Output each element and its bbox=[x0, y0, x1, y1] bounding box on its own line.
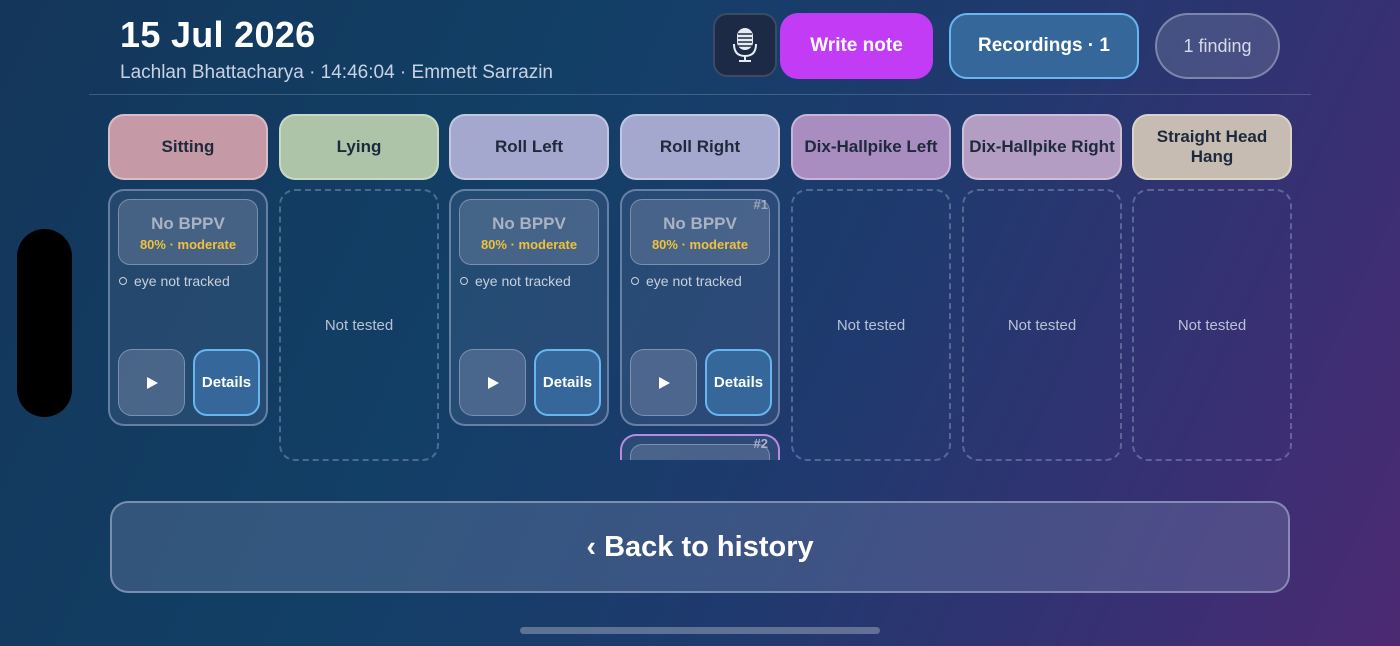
position-column-roll-left: Roll Left No BPPV 80% · moderate eye not… bbox=[449, 114, 609, 426]
home-indicator[interactable] bbox=[520, 627, 880, 634]
play-button[interactable] bbox=[630, 349, 697, 416]
position-header-roll-right[interactable]: Roll Right bbox=[620, 114, 780, 180]
status-dot-icon bbox=[631, 277, 639, 285]
findings-button[interactable]: 1 finding bbox=[1155, 13, 1280, 79]
session-date: 15 Jul 2026 bbox=[120, 14, 316, 55]
result-title: No BPPV bbox=[663, 214, 737, 233]
not-tested-placeholder: Not tested bbox=[279, 189, 439, 461]
session-subtitle: Lachlan Bhattacharya · 14:46:04 · Emmett… bbox=[120, 62, 554, 83]
result-confidence: 80% · moderate bbox=[139, 237, 237, 252]
details-button[interactable]: Details bbox=[193, 349, 260, 416]
recording-number-badge: #2 bbox=[753, 436, 768, 451]
write-note-button[interactable]: Write note bbox=[780, 13, 933, 79]
eye-tracking-status: eye not tracked bbox=[631, 273, 742, 289]
position-column-dix-hallpike-right: Dix-Hallpike Right Not tested bbox=[962, 114, 1122, 461]
position-header-lying[interactable]: Lying bbox=[279, 114, 439, 180]
dictation-button[interactable] bbox=[713, 13, 777, 77]
result-title: No BPPV bbox=[492, 214, 566, 233]
play-icon bbox=[487, 376, 499, 389]
result-summary: No BPPV 80% · moderate bbox=[630, 199, 770, 265]
position-header-dix-hallpike-right[interactable]: Dix-Hallpike Right bbox=[962, 114, 1122, 180]
status-dot-icon bbox=[460, 277, 468, 285]
result-summary bbox=[630, 444, 770, 460]
result-confidence: 80% · moderate bbox=[480, 237, 578, 252]
result-title: No BPPV bbox=[151, 214, 225, 233]
recordings-button[interactable]: Recordings · 1 bbox=[949, 13, 1139, 79]
not-tested-placeholder: Not tested bbox=[1132, 189, 1292, 461]
play-button[interactable] bbox=[459, 349, 526, 416]
details-button[interactable]: Details bbox=[534, 349, 601, 416]
result-summary: No BPPV 80% · moderate bbox=[118, 199, 258, 265]
eye-tracking-status: eye not tracked bbox=[119, 273, 230, 289]
device-notch bbox=[17, 229, 72, 417]
position-header-sitting[interactable]: Sitting bbox=[108, 114, 268, 180]
session-header: 15 Jul 2026 Lachlan Bhattacharya · 14:46… bbox=[120, 14, 553, 84]
position-column-straight-head-hang: Straight Head Hang Not tested bbox=[1132, 114, 1292, 461]
result-card: No BPPV 80% · moderate eye not tracked D… bbox=[108, 189, 268, 426]
details-button[interactable]: Details bbox=[705, 349, 772, 416]
result-summary: No BPPV 80% · moderate bbox=[459, 199, 599, 265]
status-dot-icon bbox=[119, 277, 127, 285]
play-button[interactable] bbox=[118, 349, 185, 416]
play-icon bbox=[146, 376, 158, 389]
position-header-dix-hallpike-left[interactable]: Dix-Hallpike Left bbox=[791, 114, 951, 180]
eye-tracking-status: eye not tracked bbox=[460, 273, 571, 289]
eye-tracking-label: eye not tracked bbox=[475, 273, 571, 289]
position-header-straight-head-hang[interactable]: Straight Head Hang bbox=[1132, 114, 1292, 180]
microphone-icon bbox=[733, 28, 757, 62]
result-card: No BPPV 80% · moderate eye not tracked D… bbox=[449, 189, 609, 426]
result-confidence: 80% · moderate bbox=[651, 237, 749, 252]
eye-tracking-label: eye not tracked bbox=[134, 273, 230, 289]
back-to-history-button[interactable]: ‹ Back to history bbox=[110, 501, 1290, 593]
not-tested-placeholder: Not tested bbox=[791, 189, 951, 461]
eye-tracking-label: eye not tracked bbox=[646, 273, 742, 289]
position-column-sitting: Sitting No BPPV 80% · moderate eye not t… bbox=[108, 114, 268, 426]
result-card-second[interactable]: #2 bbox=[620, 434, 780, 460]
position-column-roll-right: Roll Right #1 No BPPV 80% · moderate eye… bbox=[620, 114, 780, 460]
position-column-dix-hallpike-left: Dix-Hallpike Left Not tested bbox=[791, 114, 951, 461]
result-card: #1 No BPPV 80% · moderate eye not tracke… bbox=[620, 189, 780, 426]
not-tested-placeholder: Not tested bbox=[962, 189, 1122, 461]
position-header-roll-left[interactable]: Roll Left bbox=[449, 114, 609, 180]
play-icon bbox=[658, 376, 670, 389]
position-column-lying: Lying Not tested bbox=[279, 114, 439, 461]
header-divider bbox=[89, 94, 1311, 95]
